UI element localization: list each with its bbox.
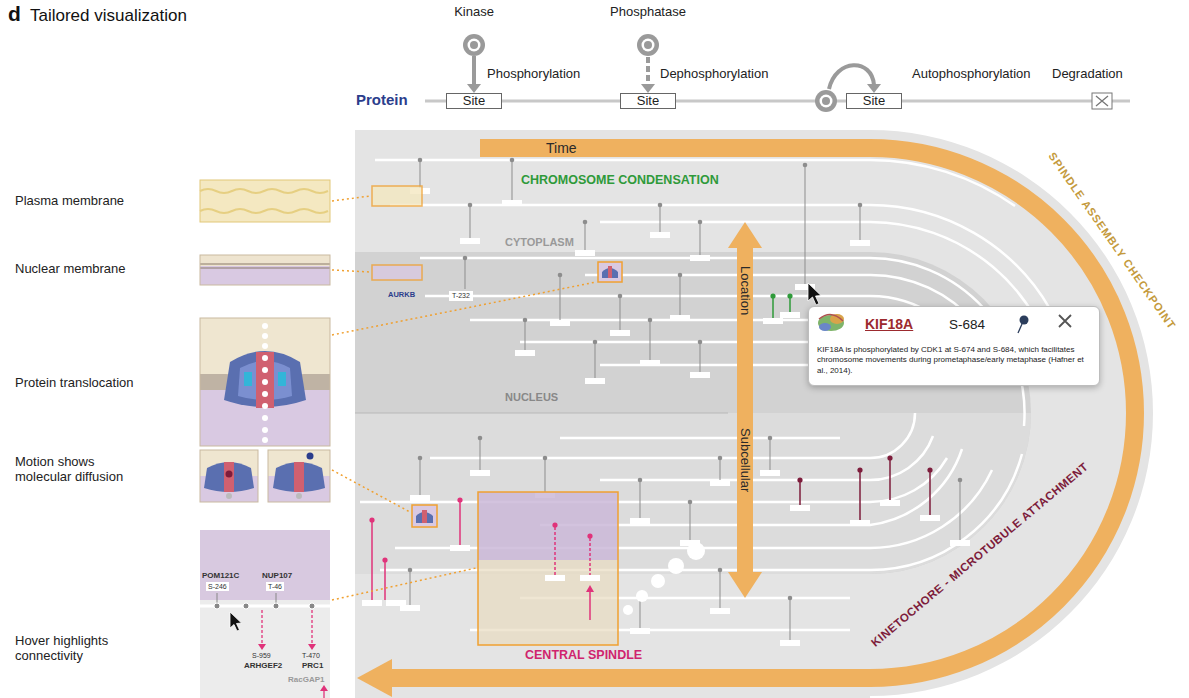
protein-name: ARHGEF2 — [244, 661, 282, 670]
axis-label: Time — [546, 140, 577, 156]
legend-label: Dephosphorylation — [660, 67, 768, 82]
protein-name: RacGAP1 — [288, 675, 324, 684]
protein-name: AURKB — [388, 291, 415, 300]
protein-name: NUP107 — [262, 571, 292, 580]
site-label: S-246 — [206, 582, 229, 591]
site-text: Site — [447, 94, 501, 108]
crimson-pins — [790, 455, 940, 526]
axis-label: Location — [738, 266, 753, 315]
nucleus-band — [355, 413, 1031, 574]
site-box: Site — [620, 93, 676, 109]
diffusion-inset — [200, 450, 330, 502]
legend-label: Autophosphorylation — [912, 67, 1031, 82]
callout-label: Hover highlights connectivity — [15, 634, 145, 664]
protein-line — [425, 100, 1130, 103]
site-label: S-959 — [252, 652, 271, 660]
pink-pins — [362, 497, 600, 620]
panel-letter: d — [8, 2, 21, 26]
site-text: Site — [621, 94, 675, 108]
cursor — [808, 283, 821, 305]
site-marks — [400, 188, 970, 646]
info-popup: KIF18A S-684KIF18A is phosphorylated by C… — [808, 306, 1100, 386]
nuclear-membrane-inset — [200, 255, 330, 285]
region-label: NUCLEUS — [505, 391, 558, 404]
process-label: CENTRAL SPINDLE — [525, 648, 642, 662]
process-label: KINETOCHORE - MICROTUBULE ATTACHMENT — [869, 460, 1091, 649]
protein-label: Protein — [356, 91, 408, 108]
hover-inset — [200, 530, 330, 698]
time-arrowhead — [357, 659, 392, 697]
site-box: Site — [446, 93, 502, 109]
zoom-region — [478, 492, 618, 645]
site-label: T-470 — [302, 652, 320, 660]
figure-title: Tailored visualization — [30, 6, 187, 26]
callout-label: Plasma membrane — [15, 194, 124, 209]
axis-label: Subcellular — [738, 428, 753, 492]
time-arrow — [390, 148, 1135, 678]
panel-ground — [355, 130, 1153, 698]
gene-link: KIF18A — [865, 316, 913, 332]
cytoplasm-band — [355, 252, 1031, 574]
process-label: CHROMOSOME CONDENSATION — [521, 173, 719, 187]
site-label: T-46 — [266, 582, 284, 591]
site-label: S-684 — [949, 317, 985, 333]
leader-lines — [332, 196, 596, 600]
protein-name: PRC1 — [302, 661, 323, 670]
diffusion-dots — [623, 542, 705, 615]
site-box: Site — [846, 93, 902, 109]
callout-label: Protein translocation — [15, 376, 134, 391]
protein-name: POM121C — [202, 571, 239, 580]
process-label: SPINDLE ASSEMBLY CHECKPOINT — [1046, 150, 1179, 332]
protein-tracks — [360, 160, 1058, 630]
degradation-symbol — [1092, 93, 1112, 109]
kinase-symbol — [463, 34, 485, 93]
divider — [355, 413, 728, 414]
site-label: T-232 — [449, 291, 473, 301]
pore-inset — [200, 318, 330, 446]
legend-label: Kinase — [454, 5, 494, 20]
legend-label: Phosphorylation — [487, 67, 580, 82]
site-text: Site — [847, 94, 901, 108]
legend-label: Degradation — [1052, 67, 1123, 82]
highlight-boxes — [372, 186, 622, 527]
region-label: CYTOPLASM — [505, 236, 574, 249]
description: KIF18A is phosphorylated by CDK1 at S-67… — [817, 345, 1089, 376]
phosphatase-symbol — [637, 34, 659, 93]
plasma-membrane-inset — [200, 180, 330, 222]
legend-label: Phosphatase — [610, 5, 686, 20]
callout-label: Motion shows molecular diffusion — [15, 455, 145, 485]
location-arrow — [728, 222, 762, 598]
callout-label: Nuclear membrane — [15, 262, 126, 277]
green-pins — [763, 293, 800, 324]
